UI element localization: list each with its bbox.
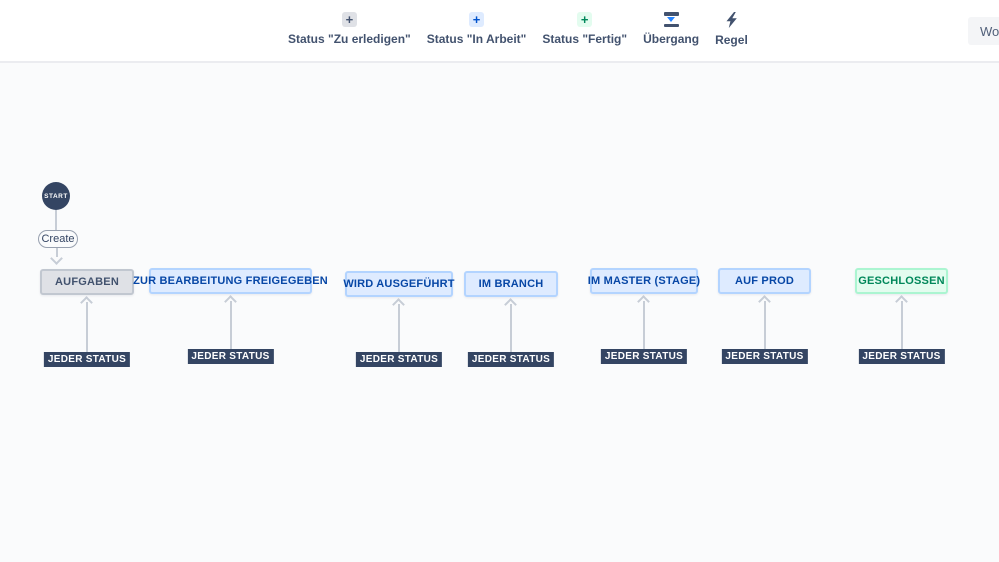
- plus-icon: +: [469, 12, 485, 27]
- transition-label-every-status[interactable]: JEDER STATUS: [600, 349, 688, 364]
- toolbar-item-add-status-todo[interactable]: + Status "Zu erledigen": [288, 12, 411, 46]
- transition-label-every-status[interactable]: JEDER STATUS: [858, 349, 945, 364]
- toolbar-item-label: Übergang: [643, 32, 700, 46]
- transition-line: [643, 301, 645, 349]
- status-node-3[interactable]: IM BRANCH: [464, 271, 558, 297]
- transition-line: [229, 301, 232, 349]
- status-node-2[interactable]: WIRD AUSGEFÜHRT: [343, 271, 454, 297]
- transition-line: [510, 304, 512, 352]
- toolbar-item-label: Status "In Arbeit": [426, 32, 527, 46]
- workflow-canvas[interactable]: START Create AUFGABEN JEDER STATUS ZUR BEA…: [0, 65, 999, 562]
- transition-label-every-status[interactable]: JEDER STATUS: [721, 349, 808, 364]
- toolbar: + Status "Zu erledigen" + Status "In Arb…: [0, 0, 999, 63]
- transition-line: [56, 248, 58, 257]
- toolbar-item-label: Status "Zu erledigen": [288, 32, 411, 46]
- transition-line: [55, 210, 57, 231]
- transition-label-every-status[interactable]: JEDER STATUS: [355, 352, 443, 367]
- toolbar-items: + Status "Zu erledigen" + Status "In Arb…: [288, 12, 748, 47]
- status-node-1[interactable]: ZUR BEARBEITUNG FREIGEGEBEN: [133, 268, 328, 294]
- arrowhead-down-icon: [50, 252, 63, 265]
- status-node-4[interactable]: IM MASTER (STAGE): [588, 268, 700, 294]
- transition-line: [900, 301, 903, 349]
- transition-create[interactable]: Create: [38, 230, 78, 248]
- transition-label-every-status[interactable]: JEDER STATUS: [467, 352, 555, 367]
- toolbar-item-label: Status "Fertig": [542, 32, 628, 46]
- plus-icon: +: [341, 12, 357, 27]
- toolbar-item-add-status-inprogress[interactable]: + Status "In Arbeit": [426, 12, 527, 46]
- toolbar-item-label: Regel: [715, 33, 748, 47]
- status-node-5[interactable]: AUF PROD: [718, 268, 811, 294]
- workflow-button[interactable]: Work: [968, 17, 999, 45]
- status-node-0[interactable]: AUFGABEN: [40, 269, 134, 295]
- status-node-6[interactable]: GESCHLOSSEN: [855, 268, 948, 294]
- transition-line: [86, 302, 88, 352]
- start-node-label: START: [44, 192, 68, 200]
- transition-label-every-status[interactable]: JEDER STATUS: [187, 349, 274, 364]
- transition-line: [763, 301, 766, 349]
- toolbar-item-add-status-done[interactable]: + Status "Fertig": [542, 12, 627, 46]
- toolbar-item-add-rule[interactable]: Regel: [715, 12, 748, 47]
- toolbar-item-add-transition[interactable]: Übergang: [643, 12, 699, 46]
- transition-label-every-status[interactable]: JEDER STATUS: [43, 352, 131, 367]
- transition-line: [398, 304, 400, 352]
- transition-icon: [663, 12, 679, 27]
- start-node[interactable]: START: [42, 182, 70, 210]
- lightning-icon: [725, 12, 738, 28]
- plus-icon: +: [577, 12, 593, 27]
